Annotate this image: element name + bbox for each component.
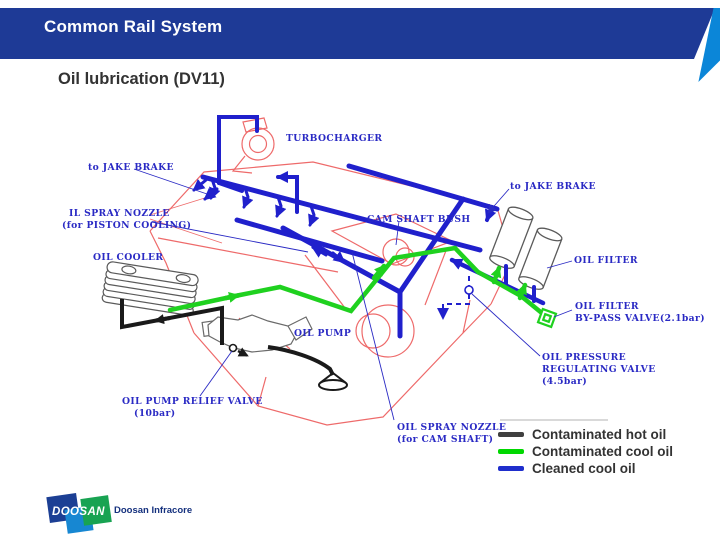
legend-row-cool-oil: Contaminated cool oil (498, 443, 673, 460)
clean-oil-swatch (498, 466, 524, 471)
label-oil-cooler: OIL COOLER (93, 252, 163, 263)
leader-lines (133, 168, 573, 421)
label-oil-pressure-reg-3: (4.5bar) (542, 376, 587, 387)
legend-label-clean-oil: Cleaned cool oil (532, 461, 636, 476)
oil-filters-drawing (489, 206, 563, 290)
clean-oil-lines (192, 115, 546, 339)
bypass-valve-drawing (536, 307, 558, 329)
piston-spray-arrows (192, 177, 346, 264)
header-bar: Common Rail System (0, 8, 715, 59)
oil-pump-drawing (201, 314, 313, 353)
label-to-jake-brake-left: to JAKE BRAKE (88, 162, 174, 173)
label-oil-pump-relief-1: OIL PUMP RELIEF VALVE (122, 396, 263, 407)
legend-divider (500, 419, 608, 421)
turbocharger-drawing (231, 117, 275, 174)
slide-subtitle: Oil lubrication (DV11) (58, 70, 225, 88)
label-oil-pressure-reg-2: REGULATING VALVE (542, 364, 656, 375)
legend-label-cool-oil: Contaminated cool oil (532, 444, 674, 459)
cool-oil-lines (167, 245, 558, 329)
doosan-logo: DOOSAN Doosan Infracore (44, 488, 192, 539)
oil-legend: Contaminated hot oil Contaminated cool o… (498, 419, 673, 477)
pressure-valve-dashed-lines (437, 276, 474, 320)
label-oil-pump: OIL PUMP (294, 328, 351, 339)
logo-green-square (80, 495, 112, 526)
legend-row-clean-oil: Cleaned cool oil (498, 460, 673, 477)
label-oil-filter-bypass-1: OIL FILTER (575, 301, 639, 312)
hot-oil-lines (120, 299, 348, 391)
label-oil-pump-relief-2: (10bar) (134, 408, 176, 419)
logo-company-name: Doosan Infracore (114, 505, 193, 516)
engine-outline-red (149, 117, 513, 426)
label-to-jake-brake-right: to JAKE BRAKE (510, 181, 596, 192)
hot-oil-swatch (498, 432, 524, 437)
doosan-logo-mark: DOOSAN (46, 493, 112, 534)
legend-row-hot-oil: Contaminated hot oil (498, 426, 673, 443)
logo-brand-text: DOOSAN (52, 506, 105, 518)
label-oil-filter-bypass-2: BY-PASS VALVE(2.1bar) (575, 313, 705, 324)
label-turbocharger: TURBOCHARGER (286, 133, 382, 144)
label-oil-pressure-reg-1: OIL PRESSURE (542, 352, 626, 363)
page-title: Common Rail System (44, 17, 223, 36)
diagram-labels: TURBOCHARGER to JAKE BRAKE IL SPRAY NOZZ… (62, 133, 705, 445)
oil-strainer-drawing (318, 372, 348, 391)
label-spray-nozzle-piston-1: IL SPRAY NOZZLE (69, 208, 170, 219)
legend-label-hot-oil: Contaminated hot oil (532, 427, 667, 442)
label-oil-spray-nozzle-cam-1: OIL SPRAY NOZZLE (397, 422, 506, 433)
cool-oil-swatch (498, 449, 524, 454)
label-oil-filter: OIL FILTER (574, 255, 638, 266)
label-spray-nozzle-piston-2: (for PISTON COOLING) (62, 220, 191, 231)
label-cam-shaft-bush: CAM SHAFT BUSH (367, 214, 471, 225)
label-oil-spray-nozzle-cam-2: (for CAM SHAFT) (397, 434, 493, 445)
